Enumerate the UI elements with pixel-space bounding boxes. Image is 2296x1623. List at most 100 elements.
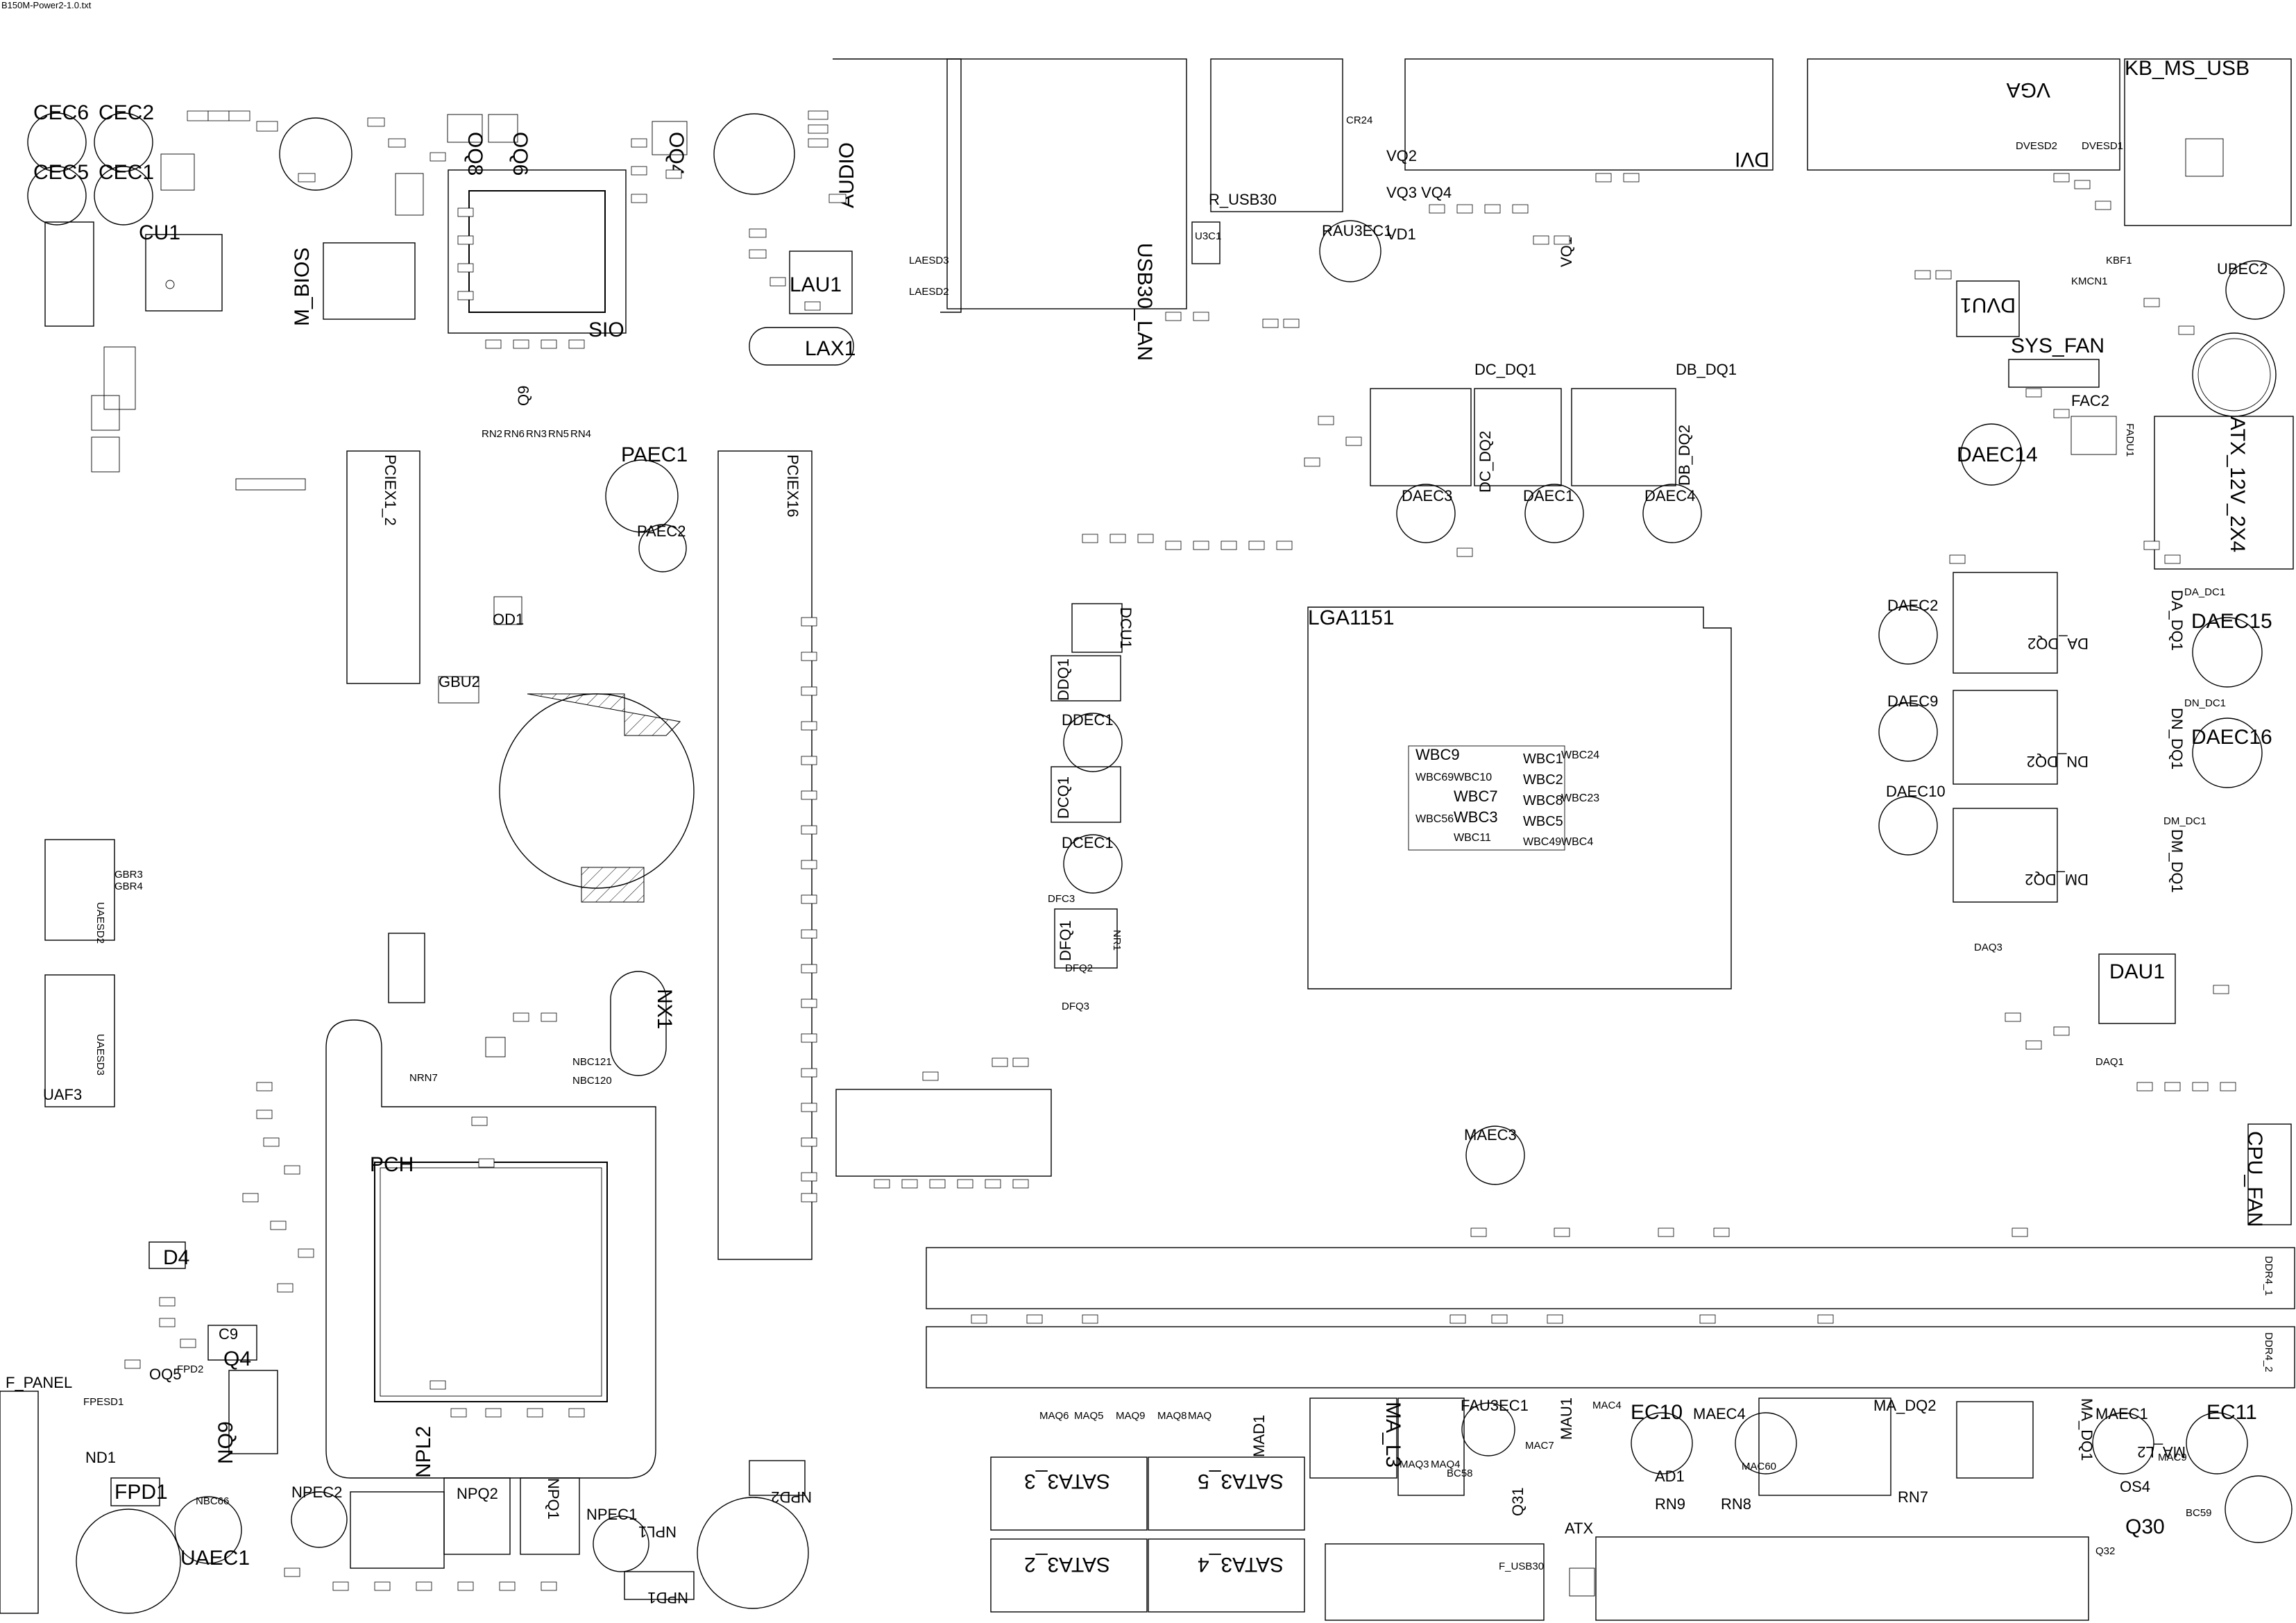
smd-pad <box>1221 541 1237 550</box>
label-ddq1: DDQ1 <box>1055 658 1072 701</box>
label-m-bios: M_BIOS <box>291 248 314 326</box>
label-kb-ms-usb: KB_MS_USB <box>2125 57 2250 80</box>
chip-cu1 <box>145 234 223 312</box>
wbc-label: WBC3 <box>1454 808 1498 826</box>
chip-block-under-ddr <box>835 1089 1052 1177</box>
smd-pad <box>1165 312 1182 321</box>
label-nrn7: NRN7 <box>409 1072 438 1084</box>
smd-pad <box>1595 173 1612 182</box>
label-nbc66: NBC66 <box>196 1495 229 1507</box>
label-sys-fan: SYS_FAN <box>2011 334 2104 357</box>
smd-pad <box>631 138 647 148</box>
smd-pad <box>1512 204 1529 214</box>
smd-pad <box>1554 1227 1570 1237</box>
connector-r-usb30 <box>1210 58 1343 212</box>
label-q4: Q4 <box>223 1348 251 1370</box>
cap-maec3 <box>1465 1125 1525 1185</box>
smd-pad <box>801 860 817 869</box>
label-daec9: DAEC9 <box>1887 692 1938 710</box>
label-cec1: CEC1 <box>99 161 154 184</box>
label-mac9: MAC9 <box>2158 1452 2187 1463</box>
label-fac2: FAC2 <box>2071 392 2109 409</box>
smd-pad <box>1699 1314 1716 1324</box>
label-ddr4-2: DDR4_2 <box>2263 1332 2274 1373</box>
label-q9: Q9 <box>515 386 532 406</box>
connector-sata3-3 <box>990 1456 1148 1531</box>
smd-pad <box>2053 1026 2070 1036</box>
cap-bottom-right <box>2225 1475 2293 1543</box>
label-bc58: BC58 <box>1447 1468 1473 1479</box>
rear-io-area: R_USB30 U3C1 RAU3EC1 CR24 DVI VQ2 VQ3 VQ… <box>1191 58 1774 282</box>
label-npec2: NPEC2 <box>291 1484 342 1501</box>
smd-pad <box>1193 541 1209 550</box>
smd-pad <box>801 652 817 661</box>
smd-pad <box>541 1581 557 1591</box>
inductor-db-dl2 <box>1571 388 1676 486</box>
label-dn-dq2: DN_DQ2 <box>2027 753 2089 770</box>
label-dvu1: DVU1 <box>1960 294 2016 316</box>
smd-pad <box>242 1193 259 1203</box>
smd-pad <box>2005 1012 2021 1022</box>
smd-pad <box>228 110 250 121</box>
label-dn-dc1: DN_DC1 <box>2184 697 2226 709</box>
cap-uaec1 <box>174 1496 242 1564</box>
smd-pad <box>457 207 474 217</box>
wbc-label: WBC56 <box>1415 813 1454 825</box>
label-dc-dq1: DC_DQ1 <box>1474 361 1536 378</box>
wbc-label: WBC10 <box>1454 772 1492 783</box>
slot-pciex1-2 <box>346 450 420 684</box>
smd-pad <box>478 1158 495 1168</box>
label-dfq3: DFQ3 <box>1062 1001 1089 1012</box>
smd-pad <box>985 1179 1001 1189</box>
smd-pad <box>1484 204 1501 214</box>
cap-daec14 <box>1960 423 2023 486</box>
oq2-oq4 <box>160 153 195 191</box>
inductor-db-dl1 <box>1474 388 1562 486</box>
label-gbu2: GBU2 <box>439 673 480 690</box>
label-ddec1: DDEC1 <box>1062 711 1114 729</box>
label-uaesd2: UAESD2 <box>94 902 106 944</box>
label-fpesd1: FPESD1 <box>83 1396 124 1408</box>
smd-pad <box>1914 270 1931 280</box>
vrm-area: DC_DQ1 DC_DQ2 DB_DQ1 DB_DQ2 DAEC3 DAEC1 … <box>1370 361 2292 1227</box>
smd-pad <box>450 1408 467 1418</box>
label-dvesd2: DVESD2 <box>2016 140 2057 152</box>
label-lax1: LAX1 <box>805 337 856 360</box>
chip-dau1 <box>2098 953 2176 1024</box>
ddr-vrm-area: DCU1 DDQ1 DDEC1 DCQ1 DCEC1 DFC3 DFQ1 DFQ… <box>835 603 1525 1185</box>
label-npl2: NPL2 <box>412 1426 435 1478</box>
cap-rau3ec1 <box>1319 220 1381 282</box>
crystal-lax1 <box>749 327 854 366</box>
pch-outline <box>325 1019 656 1479</box>
smd-pad <box>270 1221 287 1230</box>
label-q30: Q30 <box>2125 1515 2165 1538</box>
smd-pad <box>631 166 647 176</box>
smd-pad <box>874 1179 890 1189</box>
smd-pad <box>801 1172 817 1182</box>
smd-pad <box>485 339 502 349</box>
smd-pad <box>430 1380 446 1390</box>
smd-pad <box>801 1103 817 1112</box>
smd-pad <box>992 1057 1008 1067</box>
label-daec14: DAEC14 <box>1957 443 2038 466</box>
smd-pad <box>256 1110 273 1119</box>
smd-pad <box>901 1179 918 1189</box>
smd-pad <box>2164 554 2181 564</box>
label-sio: SIO <box>588 318 624 341</box>
smd-pad <box>568 339 585 349</box>
cap-fau3ec1 <box>1461 1402 1515 1456</box>
smd-pad <box>1276 541 1293 550</box>
smd-pad <box>2220 1082 2236 1091</box>
smd-pad <box>769 277 786 287</box>
smd-pad <box>513 339 529 349</box>
smd-pad <box>256 121 278 132</box>
wbc-label: WBC9 <box>1415 746 1460 763</box>
smd-pad <box>1026 1314 1043 1324</box>
label-fadu1: FADU1 <box>2124 423 2136 457</box>
nx2-block <box>388 933 425 1003</box>
label-nq9: NQ9 <box>214 1421 237 1464</box>
label-nr1: NR1 <box>1111 930 1123 951</box>
label-f-usb30: F_USB30 <box>1499 1561 1544 1572</box>
label-pch: PCH <box>370 1153 414 1176</box>
